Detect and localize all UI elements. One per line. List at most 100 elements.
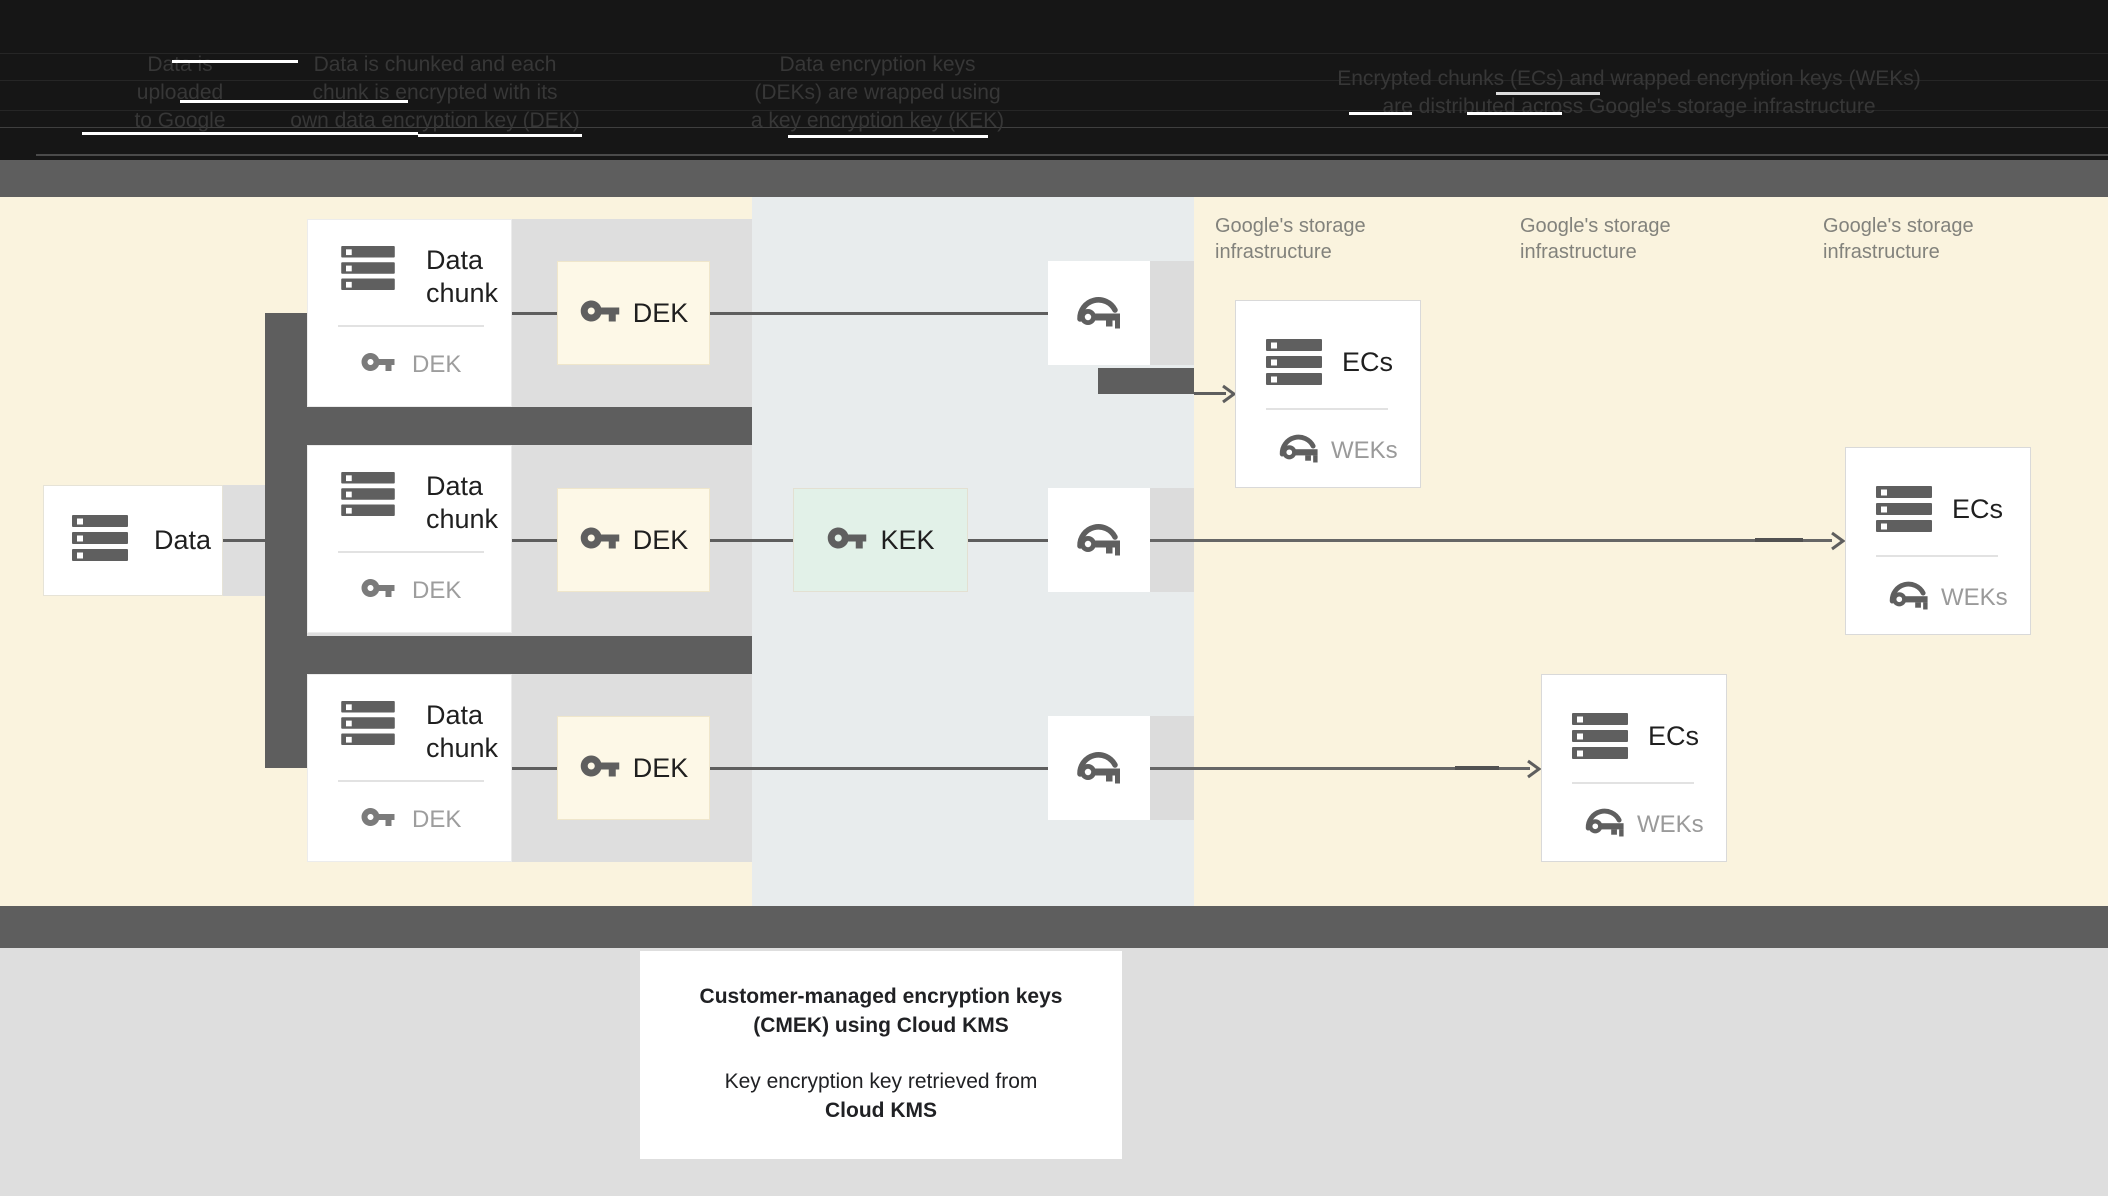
dek-box-3: DEK [557,716,710,820]
header-step-1-line: uploaded [136,81,224,104]
header-step-3-line: Data encryption keys [779,53,976,76]
data-chunk-box-1: Data chunk DEK [307,219,512,407]
header-rule [0,80,2108,81]
header-step-3-line: (DEKs) are wrapped using [754,81,1001,104]
caption-title-line: (CMEK) using Cloud KMS [753,1014,1009,1037]
ecs-box-3: ECs WEKs [1541,674,1727,862]
header-step-4: Encrypted chunks (ECs) and wrapped encry… [1312,65,1946,121]
caption-body-line: Key encryption key retrieved from [724,1070,1038,1093]
storage-icon [341,701,395,750]
connector-dek1-to-wrappedkey1 [710,312,1048,315]
wrapped-key-box-3 [1048,716,1150,820]
arrow-to-ecs2 [1150,539,1832,542]
divider [338,551,484,553]
divider [1572,782,1694,784]
header-underline [788,135,988,138]
header-step-2-line: chunk is encrypted with its [312,81,558,104]
header-underline [82,132,418,135]
header-band: Data is uploaded to Google Data is chunk… [0,0,2108,160]
key-icon [360,799,396,840]
header-step-1-line: to Google [134,109,226,132]
chunk-split-bar [265,636,752,674]
caption-title-line: Customer-managed encryption keys [699,985,1063,1008]
ecs-title: ECs [1952,494,2004,524]
data-chunk-title: Data chunk [426,700,499,763]
storage-icon [1266,339,1322,390]
divider [338,325,484,327]
key-icon [579,745,621,792]
connector-chunk1-to-dek1 [512,312,557,315]
data-chunk-key-label: DEK [412,351,462,378]
connector-chunk3-to-dek3 [512,767,557,770]
caption-spacer [640,1040,1122,1067]
dek-box-label: DEK [632,752,689,783]
key-icon [360,570,396,611]
chunk-split-bar [265,407,752,445]
header-step-3: Data encryption keys (DEKs) are wrapped … [730,51,1025,135]
wrapped-key-box-2 [1048,488,1150,592]
arrow-to-ecs3 [1150,767,1530,770]
storage-infra-label-3: Google's storage infrastructure [1823,213,2038,265]
caption-body-line: Cloud KMS [825,1099,937,1122]
data-box: Data [43,485,223,596]
dek-box-2: DEK [557,488,710,592]
header-step-2-line: own data encryption key (DEK) [290,109,580,132]
divider [338,780,484,782]
wrapped-key-box-1 [1048,261,1150,365]
storage-infra-line: infrastructure [1520,241,1637,263]
dek-box-label: DEK [632,297,689,328]
arrowhead-icon [1524,758,1542,785]
ecs-key-label: WEKs [1941,584,2008,611]
header-step-1: Data is uploaded to Google [80,51,280,135]
ec-flow-band [1098,368,1194,394]
connector-kek-to-wrappedkey2 [968,539,1048,542]
footer-area: Customer-managed encryption keys (CMEK) … [0,948,2108,1196]
dek-box-label: DEK [632,524,689,555]
arrow-to-ecs1 [1194,392,1226,395]
data-chunk-title: Data chunk [426,245,499,308]
wrapped-key-icon [1073,516,1125,565]
chunk-split-trunk [265,313,307,768]
header-step-4-line: Encrypted chunks (ECs) and wrapped encry… [1337,67,1921,90]
caption-box: Customer-managed encryption keys (CMEK) … [640,951,1122,1159]
header-underline [1496,92,1600,95]
arrow-segment [1455,766,1499,770]
header-step-4-line: are distributed across Google's storage … [1382,95,1876,118]
ecs-key-label: WEKs [1637,811,1704,838]
header-rule [36,154,2108,156]
ecs-box-2: ECs WEKs [1845,447,2031,635]
wrapped-key-icon [1276,427,1322,472]
ecs-title: ECs [1648,721,1700,751]
header-underline [172,60,298,63]
key-icon [579,290,621,337]
storage-icon [341,472,395,521]
header-rule [0,110,2108,111]
header-step-1-line: Data is [147,53,213,76]
key-icon [360,344,396,385]
connector-data-to-trunk [223,539,265,542]
data-box-label: Data [154,525,212,555]
wrapped-key-icon [1886,574,1932,619]
top-gray-band [0,160,2108,197]
connector-dek3-to-wrappedkey3 [710,767,1048,770]
storage-infra-line: infrastructure [1823,241,1940,263]
header-underline [418,134,582,137]
kek-box-label: KEK [880,524,935,555]
divider [1266,408,1388,410]
divider [1876,555,1998,557]
wrapped-key-icon [1073,744,1125,793]
storage-icon [1572,713,1628,764]
data-chunk-title: Data chunk [426,471,499,534]
wrapped-key-icon [1073,289,1125,338]
key-icon [579,517,621,564]
data-chunk-box-2: Data chunk DEK [307,445,512,633]
header-step-2: Data is chunked and each chunk is encryp… [285,51,585,135]
kek-box: KEK [793,488,968,592]
ecs-box-1: ECs WEKs [1235,300,1421,488]
data-chunk-key-label: DEK [412,806,462,833]
storage-infra-label-1: Google's storage infrastructure [1215,213,1430,265]
wrapped-key-gray-band [1150,261,1194,365]
header-step-3-line: a key encryption key (KEK) [750,109,1005,132]
header-underline [1349,112,1412,115]
